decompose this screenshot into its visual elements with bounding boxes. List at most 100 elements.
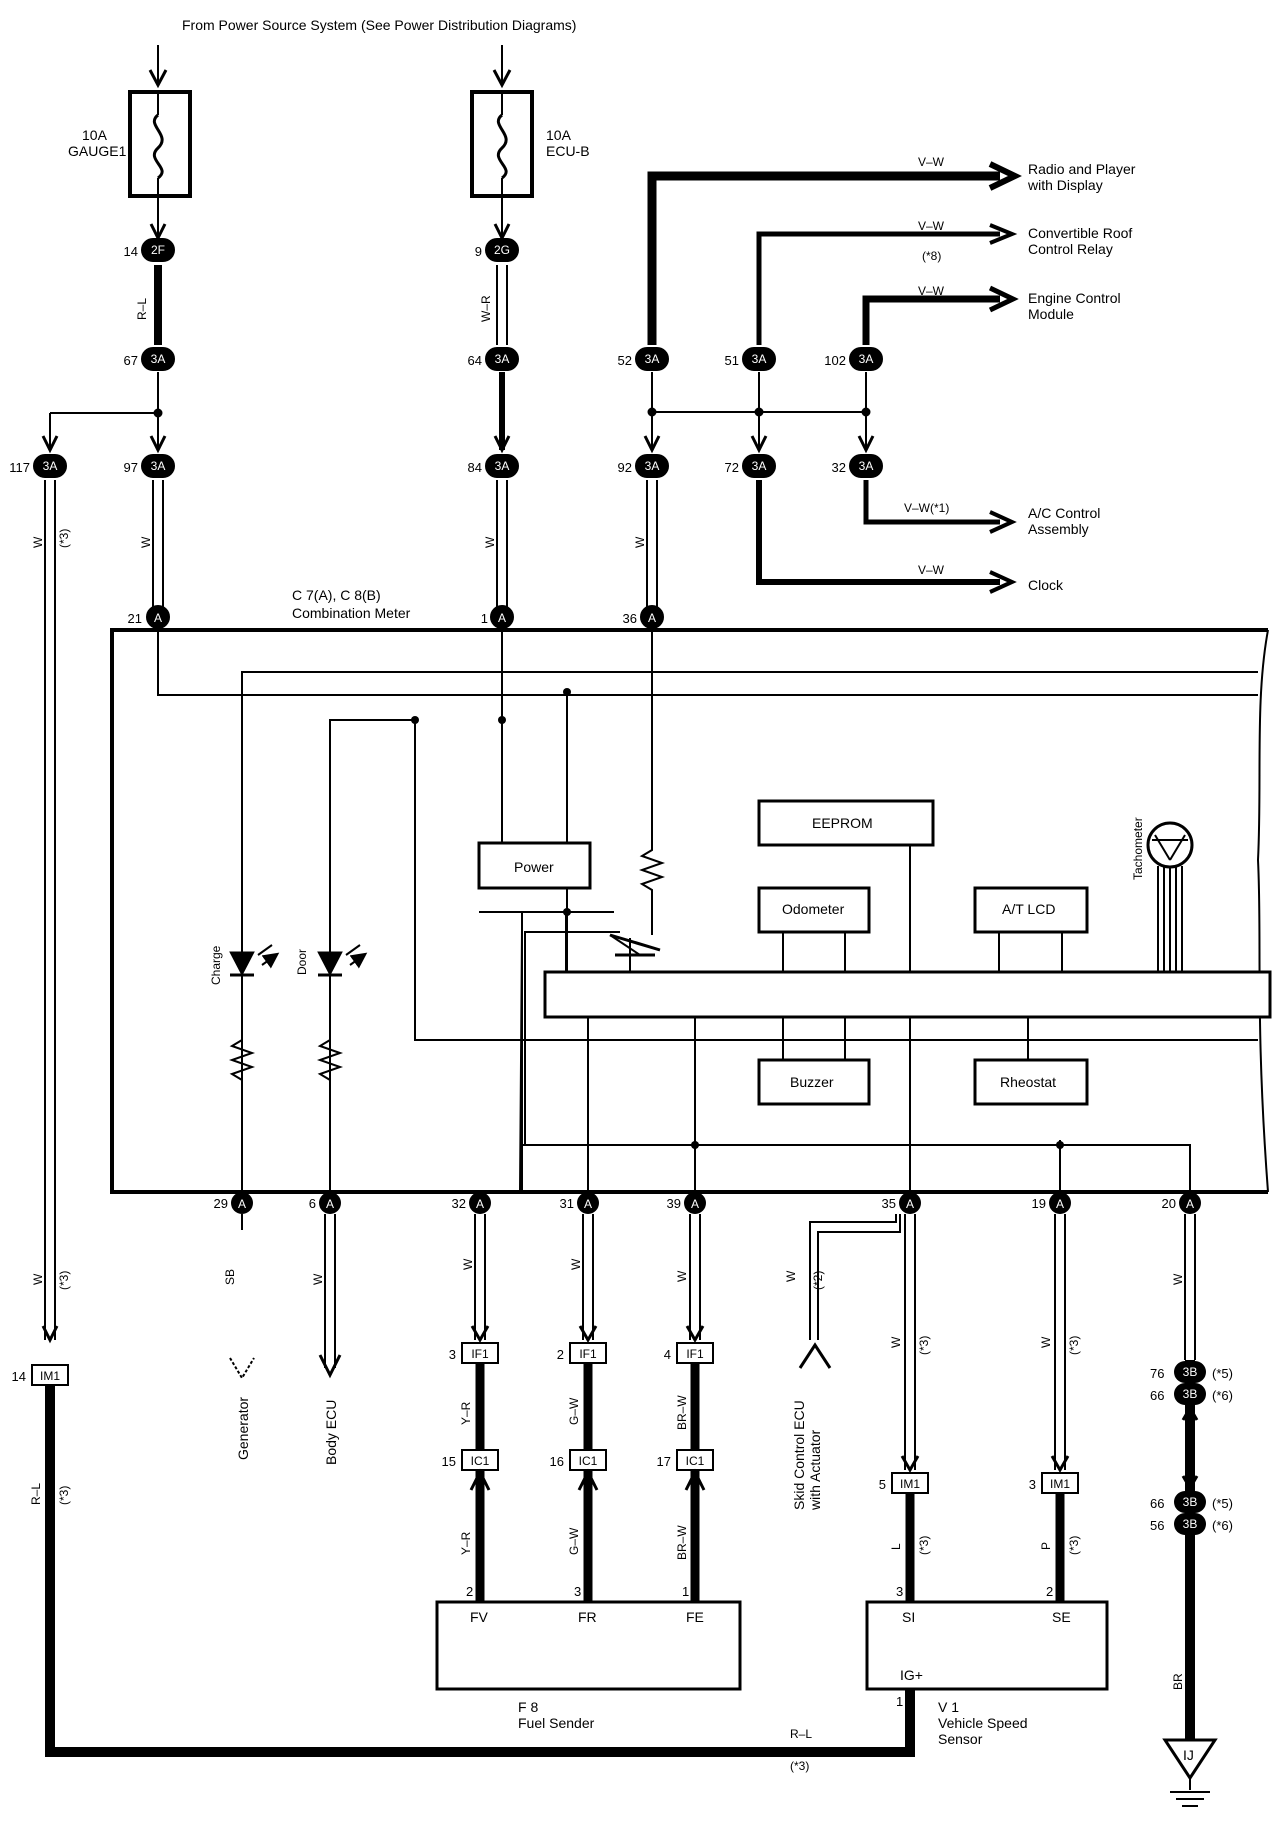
- badge-a-29: A: [238, 1197, 246, 1211]
- pin-67: 67: [124, 353, 138, 368]
- badge-a-35: A: [906, 1197, 914, 1211]
- meter-power: Power: [514, 859, 554, 875]
- note-6b: (*6): [1212, 1518, 1233, 1533]
- pin-ic-15: 15: [442, 1454, 456, 1469]
- meter-bottom-badge-labels: A A A A A A A A: [238, 1197, 1194, 1211]
- wire-w-fv: W: [461, 1258, 475, 1270]
- pin-31: 31: [560, 1196, 574, 1211]
- note-3-p: (*3): [1067, 1536, 1081, 1555]
- wire-w-to-meter: [41, 480, 658, 1344]
- pin-9: 9: [475, 244, 482, 259]
- wire-vw-roof: V–W: [918, 219, 945, 233]
- wire-vw-radio: V–W: [918, 155, 945, 169]
- thick-wires-bottom: [45, 1360, 1195, 1757]
- pin-92: 92: [618, 460, 632, 475]
- wire-rl: R–L: [135, 298, 149, 320]
- pin-v1: 1: [896, 1694, 903, 1709]
- fuel-sender-code: F 8: [518, 1699, 538, 1715]
- badge-3a-72: 3A: [752, 459, 767, 473]
- wire-w-skid: W: [784, 1270, 798, 1282]
- pin-ic-16: 16: [550, 1454, 564, 1469]
- door-led-icon: [316, 945, 364, 1192]
- wire-p: P: [1039, 1542, 1053, 1550]
- label-if1-2: IF1: [579, 1347, 597, 1361]
- wire-ecub-chain: [493, 196, 511, 454]
- wire-l: L: [889, 1543, 903, 1550]
- fuse-gauge1-rating: 10A: [82, 127, 108, 143]
- pin-36: 36: [623, 611, 637, 626]
- wire-brw-1: BR–W: [675, 1395, 689, 1430]
- note-3-left: (*3): [57, 1271, 71, 1290]
- fuse-ecub-name: ECU-B: [546, 143, 590, 159]
- output-ecm-1: Engine Control: [1028, 290, 1121, 306]
- connector-badges: [33, 238, 883, 629]
- fuel-fe: FE: [686, 1609, 704, 1625]
- badge-a-36: A: [648, 611, 656, 625]
- badge-3a-102: 3A: [859, 352, 874, 366]
- wire-w-se: W: [1039, 1336, 1053, 1348]
- pin-6: 6: [309, 1196, 316, 1211]
- note-8-roof: (*8): [922, 249, 941, 263]
- wire-gauge1-chain: [41, 196, 167, 454]
- wire-vw-ecm: V–W: [918, 284, 945, 298]
- pin-32: 32: [832, 460, 846, 475]
- pin-32b: 32: [452, 1196, 466, 1211]
- meter-atlcd: A/T LCD: [1002, 901, 1055, 917]
- pin-v3: 3: [896, 1584, 903, 1599]
- note-3-l: (*3): [917, 1536, 931, 1555]
- fuse-ecub-rating: 10A: [546, 127, 572, 143]
- pin-66b: 66: [1150, 1496, 1164, 1511]
- pin-labels-meter-bottom: 29 6 32 31 39 35 19 20: [214, 1196, 1176, 1211]
- label-3b-56: 3B: [1183, 1517, 1198, 1531]
- pin-im-5: 5: [879, 1477, 886, 1492]
- badge-3a-67: 3A: [151, 352, 166, 366]
- charge-led-icon: [228, 945, 276, 1192]
- wire-gw-2: G–W: [567, 1527, 581, 1555]
- wire-w-body: W: [311, 1273, 325, 1285]
- output-roof-1: Convertible Roof: [1028, 225, 1132, 241]
- fuel-fv: FV: [470, 1609, 489, 1625]
- badge-a-20: A: [1186, 1197, 1194, 1211]
- output-roof-2: Control Relay: [1028, 241, 1113, 257]
- output-radio-2: with Display: [1027, 177, 1103, 193]
- wire-w-97: W: [139, 536, 153, 548]
- label-ic1-17: IC1: [686, 1454, 705, 1468]
- label-im1-3: IM1: [1050, 1477, 1070, 1491]
- wire-w-117: W: [31, 536, 45, 548]
- note-2-skid: (*2): [811, 1271, 825, 1290]
- fuse-gauge1-name: GAUGE1: [68, 143, 127, 159]
- tachometer-icon: [1146, 821, 1194, 972]
- wire-rl-bottom: R–L: [790, 1727, 812, 1741]
- note-3-117: (*3): [57, 529, 71, 548]
- pin-labels-top: 14 9 67 64 52 51 102 117 97 84 92 72 32 …: [9, 244, 846, 626]
- wires-bottom: [241, 1214, 1196, 1474]
- meter-charge: Charge: [209, 945, 223, 985]
- badge-3a-84: 3A: [495, 459, 510, 473]
- note-3-bottom: (*3): [790, 1759, 809, 1773]
- output-ecm-2: Module: [1028, 306, 1074, 322]
- ground-arrow-3b: [1181, 1405, 1199, 1491]
- meter-rheostat: Rheostat: [1000, 1074, 1056, 1090]
- pin-if-2: 2: [557, 1347, 564, 1362]
- connector-badge-labels: 2F 2G 3A 3A 3A 3A 3A 3A 3A 3A 3A 3A 3A A…: [43, 243, 874, 625]
- note-3-rl-left: (*3): [57, 1486, 71, 1505]
- meter-name: Combination Meter: [292, 605, 411, 621]
- output-ac-1: A/C Control: [1028, 505, 1100, 521]
- meter-tachometer: Tachometer: [1131, 817, 1145, 880]
- wire-vw1-ac: V–W(*1): [904, 501, 949, 515]
- pin-if-4: 4: [664, 1347, 671, 1362]
- output-ac-2: Assembly: [1028, 521, 1089, 537]
- dest-skid-1: Skid Control ECU: [791, 1400, 807, 1510]
- meter-door: Door: [295, 949, 309, 975]
- pin-64: 64: [468, 353, 482, 368]
- meter-code: C 7(A), C 8(B): [292, 587, 381, 603]
- pin-im-14: 14: [12, 1369, 26, 1384]
- connector-labels-bottom: IF1 IF1 IF1 IC1 IC1 IC1 IM1 IM1 IM1: [40, 1347, 1070, 1491]
- wire-labels-top: R–L W–R W (*3) W W W V–W V–W (*8) V–W V–…: [31, 155, 949, 577]
- pin-1: 1: [481, 611, 488, 626]
- pin-56: 56: [1150, 1518, 1164, 1533]
- badge-a-21: A: [154, 611, 162, 625]
- wire-wr: W–R: [479, 295, 493, 322]
- destination-labels: Generator Body ECU Skid Control ECU with…: [235, 1397, 823, 1511]
- pin-14: 14: [124, 244, 138, 259]
